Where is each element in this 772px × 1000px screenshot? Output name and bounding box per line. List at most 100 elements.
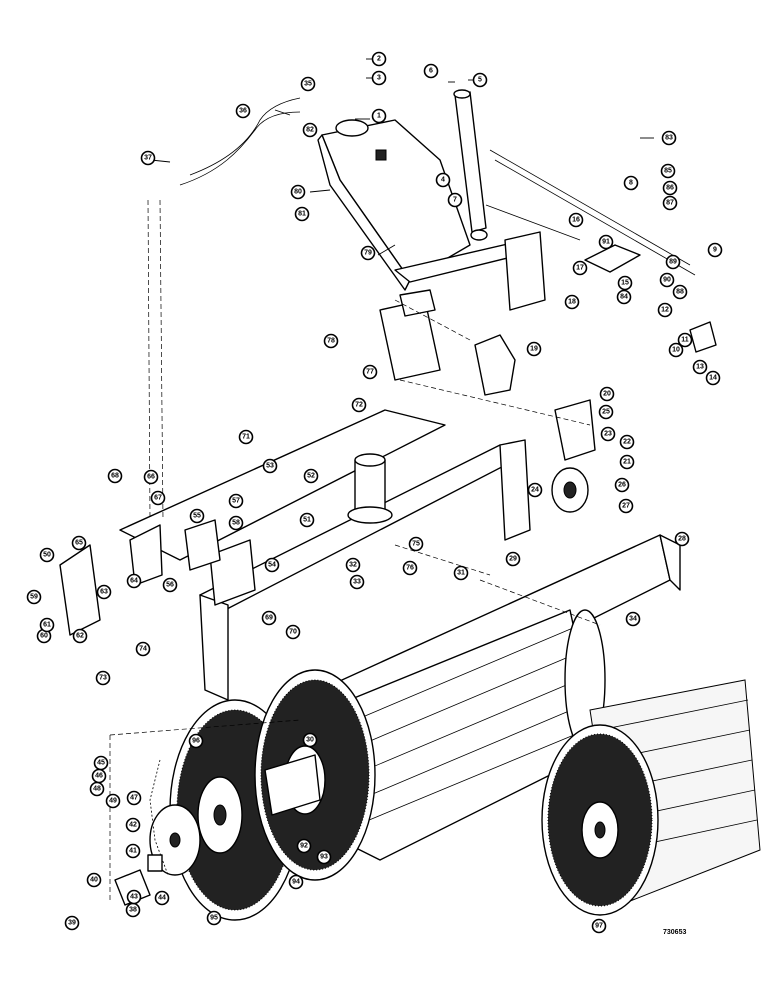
callout-circle	[39, 547, 55, 563]
callout-circle	[619, 454, 635, 470]
callout-label: 26	[618, 482, 626, 489]
callout-circle	[526, 341, 542, 357]
callout-label: 96	[192, 738, 200, 745]
callout-79: 79	[360, 245, 376, 261]
callout-label: 85	[664, 168, 672, 175]
callout-circle	[625, 611, 641, 627]
callout-label: 76	[406, 565, 414, 572]
callout-circle	[296, 838, 312, 854]
callout-60: 60	[36, 628, 52, 644]
callout-label: 84	[620, 294, 628, 301]
callout-label: 63	[100, 589, 108, 596]
callout-85: 85	[660, 163, 676, 179]
callout-label: 51	[303, 517, 311, 524]
callout-circle	[619, 434, 635, 450]
callout-89: 89	[665, 254, 681, 270]
callout-52: 52	[303, 468, 319, 484]
callout-label: 80	[294, 189, 302, 196]
callout-12: 12	[657, 302, 673, 318]
callout-label: 94	[292, 879, 300, 886]
callout-32: 32	[345, 557, 361, 573]
callout-label: 46	[95, 773, 103, 780]
callout-31: 31	[453, 565, 469, 581]
callout-label: 20	[603, 391, 611, 398]
callout-label: 57	[232, 498, 240, 505]
callout-92: 92	[296, 838, 312, 854]
callout-circle	[71, 535, 87, 551]
hitch-post	[453, 89, 488, 241]
callout-label: 27	[622, 503, 630, 510]
callout-label: 95	[210, 915, 218, 922]
callout-label: 74	[139, 646, 147, 653]
callout-circle	[661, 130, 677, 146]
caster-wheel-assembly	[551, 399, 596, 513]
callout-circle	[107, 468, 123, 484]
callout-label: 60	[40, 633, 48, 640]
callout-label: 22	[623, 439, 631, 446]
callout-label: 18	[568, 299, 576, 306]
callout-label: 19	[530, 346, 538, 353]
callout-circle	[294, 206, 310, 222]
callout-93: 93	[316, 849, 332, 865]
callout-label: 54	[268, 562, 276, 569]
callout-61: 61	[39, 617, 55, 633]
callout-48: 48	[89, 781, 105, 797]
callout-47: 47	[126, 790, 142, 806]
callout-45: 45	[93, 755, 109, 771]
callout-circle	[135, 641, 151, 657]
callout-label: 86	[666, 185, 674, 192]
callout-label: 43	[130, 894, 138, 901]
callout-circle	[86, 872, 102, 888]
callout-circle	[126, 790, 142, 806]
callout-circle	[351, 397, 367, 413]
callout-label: 64	[130, 578, 138, 585]
callout-label: 11	[681, 337, 689, 344]
callout-circle	[206, 910, 222, 926]
callout-circle	[285, 624, 301, 640]
mounting-tower	[317, 119, 471, 291]
callout-39: 39	[64, 915, 80, 931]
callout-11: 11	[677, 332, 693, 348]
callout-73: 73	[95, 670, 111, 686]
callout-circle	[662, 180, 678, 196]
callout-label: 62	[76, 633, 84, 640]
callout-label: 79	[364, 250, 372, 257]
callout-label: 32	[349, 562, 357, 569]
callout-circle	[662, 195, 678, 211]
assembly-lines	[109, 199, 601, 900]
callout-27: 27	[618, 498, 634, 514]
callout-74: 74	[135, 641, 151, 657]
callout-circle	[188, 733, 204, 749]
callout-64: 64	[126, 573, 142, 589]
callout-label: 47	[130, 795, 138, 802]
callout-35: 35	[300, 76, 316, 92]
callout-circle	[162, 577, 178, 593]
callout-57: 57	[228, 493, 244, 509]
callout-10: 10	[668, 342, 684, 358]
callout-circle	[228, 515, 244, 531]
callout-circle	[672, 284, 688, 300]
callout-circle	[105, 793, 121, 809]
callout-label: 49	[109, 798, 117, 805]
callout-label: 33	[353, 579, 361, 586]
callout-label: 77	[366, 369, 374, 376]
callout-circle	[599, 386, 615, 402]
callout-67: 67	[150, 490, 166, 506]
callout-label: 42	[129, 822, 137, 829]
callout-circle	[618, 498, 634, 514]
callout-label: 24	[531, 487, 539, 494]
callout-95: 95	[206, 910, 222, 926]
callout-circle	[598, 404, 614, 420]
callout-circle	[564, 294, 580, 310]
callout-circle	[288, 874, 304, 890]
callout-label: 45	[97, 760, 105, 767]
callout-63: 63	[96, 584, 112, 600]
callout-circle	[302, 122, 318, 138]
callout-25: 25	[598, 404, 614, 420]
callout-circle	[362, 364, 378, 380]
callout-circle	[657, 302, 673, 318]
callout-label: 67	[154, 495, 162, 502]
callout-37: 37	[140, 150, 156, 166]
callout-4: 4	[435, 172, 451, 188]
callout-label: 68	[111, 473, 119, 480]
